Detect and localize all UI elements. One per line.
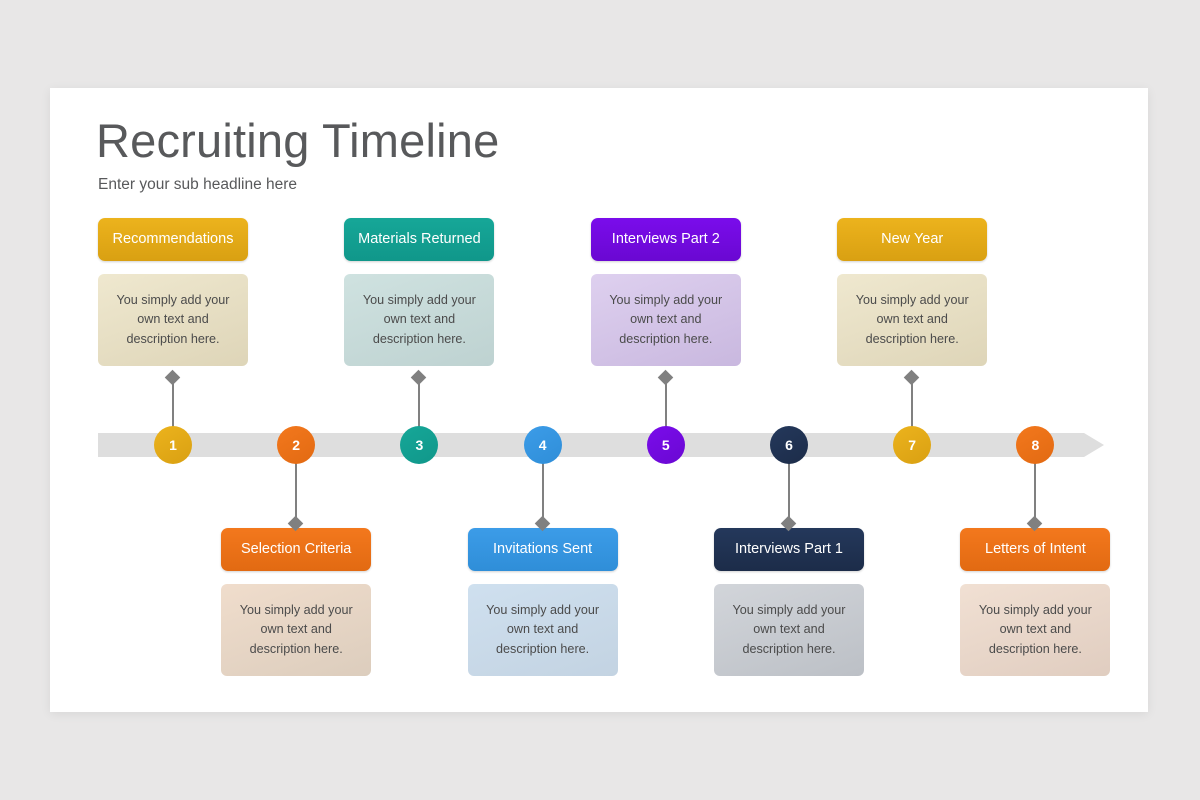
milestone-label-pill-8[interactable]: Letters of Intent [960, 528, 1111, 571]
milestone-description-card-1[interactable]: You simply add your own text and descrip… [98, 274, 248, 366]
milestone-connector-diamond-icon [657, 369, 674, 386]
page-subtitle: Enter your sub headline here [98, 176, 298, 193]
milestone-label-pill-4[interactable]: Invitations Sent [467, 528, 618, 571]
milestone-label: Selection Criteria [240, 540, 352, 557]
milestone-description-card-7[interactable]: You simply add your own text and descrip… [837, 274, 988, 366]
milestone-number: 3 [415, 437, 424, 453]
milestone-description-text: You simply add your own text and descrip… [609, 292, 723, 346]
milestone-description-card-4[interactable]: You simply add your own text and descrip… [467, 584, 618, 676]
milestone-node-5[interactable]: 5 [646, 426, 685, 464]
milestone-description-card-3[interactable]: You simply add your own text and descrip… [344, 274, 495, 366]
slide-canvas: Recruiting Timeline Enter your sub headl… [50, 88, 1148, 712]
milestone-node-1[interactable]: 1 [154, 426, 192, 464]
milestone-label-pill-5[interactable]: Interviews Part 2 [590, 218, 741, 261]
milestone-connector-line [172, 378, 174, 446]
milestone-connector-line [664, 378, 667, 446]
milestone-label: Materials Returned [358, 230, 481, 247]
milestone-label-pill-3[interactable]: Materials Returned [344, 218, 495, 261]
milestone-connector-line [295, 456, 298, 524]
milestone-number: 8 [1031, 437, 1040, 453]
milestone-label-pill-1[interactable]: Recommendations [98, 218, 248, 261]
milestone-node-7[interactable]: 7 [893, 426, 932, 464]
milestone-connector-diamond-icon [164, 369, 181, 386]
milestone-label: Invitations Sent [493, 540, 593, 557]
milestone-connector-line [541, 456, 544, 524]
milestone-number: 1 [169, 437, 177, 453]
milestone-node-8[interactable]: 8 [1016, 426, 1055, 464]
milestone-number: 5 [661, 437, 670, 453]
milestone-node-6[interactable]: 6 [770, 426, 808, 464]
milestone-label: Recommendations [112, 230, 234, 247]
milestone-label: Letters of Intent [985, 540, 1086, 557]
milestone-connector-line [418, 378, 421, 446]
milestone-number: 4 [538, 437, 547, 453]
milestone-connector-diamond-icon [411, 369, 427, 386]
milestone-description-text: You simply add your own text and descrip… [978, 602, 1092, 656]
milestone-description-card-8[interactable]: You simply add your own text and descrip… [960, 584, 1111, 676]
milestone-connector-line [1034, 456, 1037, 524]
milestone-description-card-5[interactable]: You simply add your own text and descrip… [590, 274, 741, 366]
milestone-number: 7 [908, 437, 917, 453]
milestone-number: 6 [785, 437, 793, 453]
milestone-node-2[interactable]: 2 [277, 426, 316, 464]
milestone-description-text: You simply add your own text and descrip… [732, 602, 846, 656]
milestone-connector-line [788, 456, 790, 524]
milestone-label-pill-7[interactable]: New Year [837, 218, 988, 261]
milestone-connector-line [911, 378, 914, 446]
milestone-description-card-6[interactable]: You simply add your own text and descrip… [714, 584, 864, 676]
milestone-description-text: You simply add your own text and descrip… [116, 292, 230, 346]
milestone-node-4[interactable]: 4 [523, 426, 562, 464]
milestone-label-pill-2[interactable]: Selection Criteria [221, 528, 372, 571]
milestone-description-text: You simply add your own text and descrip… [239, 602, 353, 656]
milestone-label: New Year [881, 230, 944, 247]
milestone-description-text: You simply add your own text and descrip… [486, 602, 600, 656]
milestone-description-card-2[interactable]: You simply add your own text and descrip… [221, 584, 372, 676]
milestone-connector-diamond-icon [903, 369, 920, 386]
page-title: Recruiting Timeline [96, 114, 500, 167]
milestone-description-text: You simply add your own text and descrip… [362, 292, 476, 346]
milestone-label: Interviews Part 2 [611, 230, 720, 247]
milestone-node-3[interactable]: 3 [400, 426, 439, 464]
timeline-arrow-icon [1084, 433, 1104, 457]
timeline-rail-bar [98, 433, 1084, 457]
timeline-rail [98, 433, 1104, 457]
milestone-description-text: You simply add your own text and descrip… [855, 292, 969, 346]
milestone-number: 2 [292, 437, 301, 453]
milestone-label: Interviews Part 1 [735, 540, 843, 557]
milestone-label-pill-6[interactable]: Interviews Part 1 [714, 528, 864, 571]
